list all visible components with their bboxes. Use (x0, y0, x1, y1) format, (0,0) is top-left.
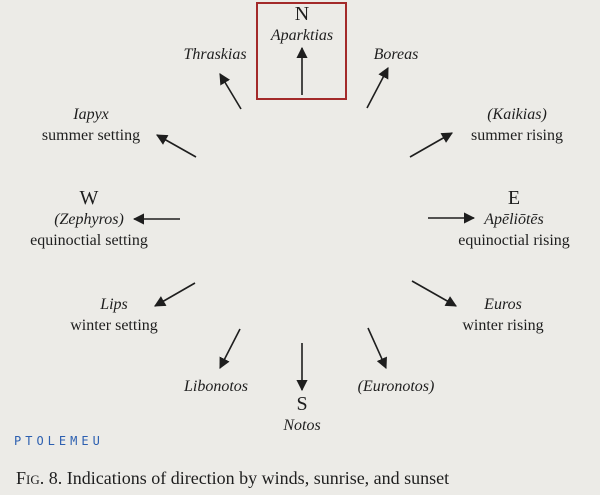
wind-name-lips: Lips (100, 296, 128, 313)
label-north: N Aparktias (252, 4, 352, 46)
wind-name-thraskias: Thraskias (183, 46, 247, 63)
arrow-nnw (219, 73, 242, 110)
arrow-ene (409, 132, 453, 158)
label-wsw: Lips winter setting (44, 294, 184, 336)
label-nne: Boreas (358, 44, 434, 65)
label-wnw: Iapyx summer setting (20, 104, 162, 146)
cardinal-n: N (294, 3, 310, 25)
label-ene: (Kaikias) summer rising (448, 104, 586, 146)
ptolemeu-stamp: PTOLEMEU (14, 434, 104, 448)
wind-name-iapyx: Iapyx (73, 106, 109, 123)
wind-name-notos: Notos (283, 417, 321, 434)
arrow-wsw (154, 282, 196, 307)
caption-text: Indications of direction by winds, sunri… (66, 468, 450, 488)
wind-name-aparktias: Aparktias (270, 27, 334, 44)
label-east: E Apēliōtēs equinoctial rising (438, 188, 590, 251)
caption-prefix: Fig. 8. (16, 468, 63, 488)
arrow-sse (367, 327, 387, 370)
label-nnw: Thraskias (170, 44, 260, 65)
cardinal-e: E (507, 187, 521, 209)
north-highlight-box (256, 2, 347, 100)
wind-desc-winter-rising: winter rising (462, 317, 544, 334)
wind-name-kaikias: (Kaikias) (487, 106, 547, 123)
arrow-ssw (219, 328, 241, 369)
wind-name-zephyros: (Zephyros) (54, 211, 124, 228)
label-west: W (Zephyros) equinoctial setting (6, 188, 172, 251)
wind-name-euronotos: (Euronotos) (357, 378, 435, 395)
label-sse: (Euronotos) (340, 376, 452, 397)
arrow-nne (366, 67, 389, 109)
label-south: S Notos (262, 394, 342, 436)
cardinal-s: S (296, 393, 308, 415)
wind-desc-summer-rising: summer rising (471, 127, 563, 144)
wind-name-euros: Euros (484, 296, 522, 313)
label-ssw: Libonotos (166, 376, 266, 397)
arrow-ese (411, 280, 457, 307)
wind-desc-summer-setting: summer setting (41, 127, 141, 144)
figure-caption: Fig. 8. Indications of direction by wind… (16, 468, 449, 489)
arrow-wnw (156, 134, 197, 158)
cardinal-w: W (79, 187, 99, 209)
wind-desc-equinoctial-rising: equinoctial rising (458, 232, 570, 249)
wind-name-boreas: Boreas (373, 46, 419, 63)
label-ese: Euros winter rising (438, 294, 568, 336)
wind-desc-equinoctial-setting: equinoctial setting (30, 232, 148, 249)
wind-desc-winter-setting: winter setting (70, 317, 158, 334)
wind-name-apeliotes: Apēliōtēs (484, 211, 544, 228)
wind-name-libonotos: Libonotos (183, 378, 248, 395)
